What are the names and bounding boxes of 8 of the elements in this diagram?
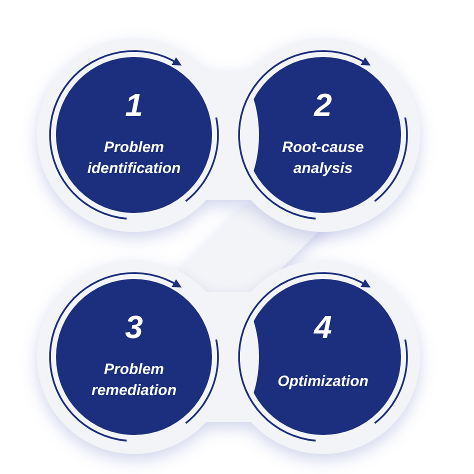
step-label: Root-cause analysis: [281, 138, 365, 179]
step-number: 2: [312, 87, 333, 123]
step-label: Problem remediation: [90, 360, 178, 401]
step-number: 1: [124, 87, 144, 123]
step-label: Problem identification: [86, 138, 182, 179]
step-number: 4: [312, 309, 333, 345]
step-number: 3: [124, 309, 144, 345]
step-label: Optimization: [276, 372, 370, 392]
